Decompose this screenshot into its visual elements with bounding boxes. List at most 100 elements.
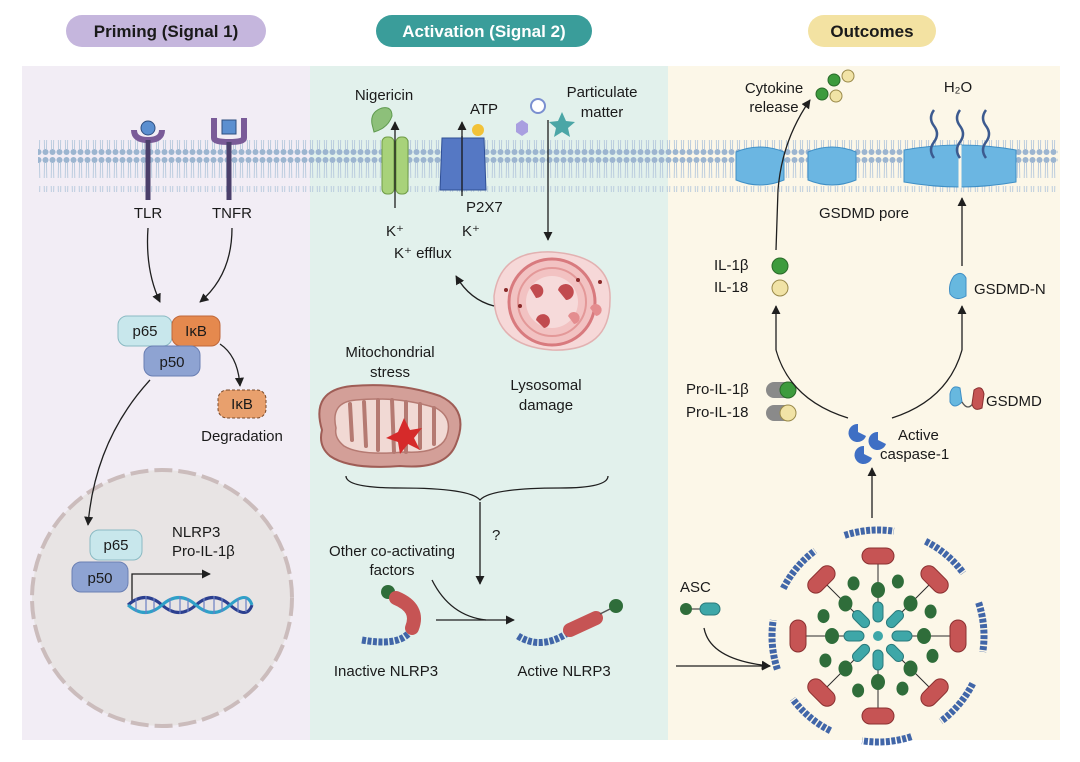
il1b-icon — [771, 257, 789, 275]
tlr-label: TLR — [134, 205, 163, 222]
target-gene-nlrp3: NLRP3 — [172, 524, 220, 541]
il18-label: IL-18 — [714, 279, 748, 296]
p50-box — [143, 345, 201, 377]
nigericin-icon — [371, 107, 393, 133]
inflammasome-pyd — [817, 609, 830, 624]
il1b-label: IL-1β — [714, 257, 749, 274]
inflammasome-pyd — [917, 628, 931, 644]
inflammasome-lrr — [780, 547, 818, 591]
inflammasome-pyd — [871, 582, 885, 598]
mito-stress-line2: stress — [370, 364, 410, 381]
pro-il18-icon — [766, 404, 797, 422]
mito-stress-line1: Mitochondrial — [345, 344, 434, 361]
active-nlrp3-label: Active NLRP3 — [517, 663, 610, 680]
inflammasome-asc-card — [843, 630, 865, 642]
caspase-1-icon — [848, 423, 886, 464]
outcomes-header-pill — [808, 15, 936, 47]
particulate-label-line2: matter — [581, 104, 624, 121]
inflammasome-pyd — [903, 660, 918, 677]
inflammasome-nacht — [807, 565, 836, 594]
inflammasome-icon — [768, 526, 988, 746]
released-cytokines — [815, 69, 855, 103]
tlr-receptor-icon — [131, 120, 165, 200]
inflammasome-pyd — [838, 660, 853, 677]
pro-il1b-label: Pro-IL-1β — [686, 381, 749, 398]
outcomes-header: Outcomes — [830, 22, 913, 41]
inflammasome-pyd — [838, 595, 853, 612]
inflammasome-lrr — [938, 681, 976, 725]
inflammasome-pyd — [896, 681, 909, 696]
priming-header: Priming (Signal 1) — [94, 22, 239, 41]
nucleus-p65-label: p65 — [103, 537, 128, 554]
cytokine-release-line2: release — [749, 99, 798, 116]
p2x7-channel-icon — [439, 137, 487, 191]
ikb-degraded-label: IκB — [231, 396, 253, 413]
particulate-icons — [516, 98, 575, 137]
degradation-label: Degradation — [201, 428, 283, 445]
mitochondrion-icon — [318, 384, 462, 468]
inflammasome-pyd — [871, 674, 885, 690]
inflammasome-nacht — [949, 619, 967, 653]
gsdmd-pore-label: GSDMD pore — [819, 205, 909, 222]
inflammasome-pyd — [819, 653, 832, 668]
gsdmd-icon — [949, 386, 985, 410]
atp-molecule — [472, 124, 484, 136]
p65-label: p65 — [132, 323, 157, 340]
priming-header-pill — [66, 15, 266, 47]
inflammasome-lrr — [843, 526, 895, 539]
active-caspase-line1: Active — [898, 427, 939, 444]
nucleus-p50-box — [71, 561, 129, 593]
k-plus-left: K⁺ — [386, 223, 404, 240]
dna-icon — [127, 596, 254, 614]
inflammasome-asc-card — [872, 601, 884, 623]
inflammasome-pyd — [852, 683, 865, 698]
nigericin-label: Nigericin — [355, 87, 413, 104]
inflammasome-lrr — [768, 619, 781, 671]
inflammasome-core — [873, 631, 883, 641]
inflammasome-asc-card — [872, 649, 884, 671]
active-caspase-line2: caspase-1 — [880, 446, 949, 463]
pro-il18-label: Pro-IL-18 — [686, 404, 749, 421]
asc-label: ASC — [680, 579, 711, 596]
inactive-nlrp3-icon — [361, 585, 421, 646]
activation-header-pill — [376, 15, 592, 47]
inactive-nlrp3-label: Inactive NLRP3 — [334, 663, 438, 680]
inflammasome-pyd — [926, 648, 939, 663]
lysosome-icon — [493, 251, 611, 351]
k-plus-right: K⁺ — [462, 223, 480, 240]
inflammasome-lrr — [975, 601, 988, 653]
pro-il1b-icon — [766, 381, 797, 399]
tnfr-receptor-icon — [211, 118, 247, 200]
lysosomal-damage-line1: Lysosomal — [510, 377, 581, 394]
inflammasome-lrr — [789, 696, 833, 734]
inflammasome-pyd — [847, 576, 860, 591]
water-wave-icon — [929, 109, 991, 159]
inflammasome-lrr — [861, 733, 913, 746]
lysosomal-damage-line2: damage — [519, 397, 573, 414]
inflammasome-nacht — [861, 547, 895, 565]
question-mark: ? — [492, 527, 500, 544]
inflammasome-asc-card — [891, 630, 913, 642]
k-efflux-label: K⁺ efflux — [394, 245, 452, 262]
target-gene-pro-il1b: Pro-IL-1β — [172, 543, 235, 560]
p2x7-label: P2X7 — [466, 199, 503, 216]
inflammasome-pyd — [924, 604, 937, 619]
ikb-label: IκB — [185, 323, 207, 340]
k-channel-icon — [381, 136, 409, 195]
nucleus — [30, 468, 294, 728]
gsdmd-n-label: GSDMD-N — [974, 281, 1046, 298]
inflammasome-lrr — [923, 538, 967, 576]
co-activating-line1: Other co-activating — [329, 543, 455, 560]
tnfr-label: TNFR — [212, 205, 252, 222]
inflammasome-nacht — [789, 619, 807, 653]
gsdmd-label: GSDMD — [986, 393, 1042, 410]
nucleus-p50-label: p50 — [87, 570, 112, 587]
ikb-box — [171, 315, 221, 347]
inflammasome-pyd — [825, 628, 839, 644]
gsdmd-n-icon — [949, 272, 967, 300]
ikb-degraded-box — [217, 389, 267, 419]
activation-header: Activation (Signal 2) — [402, 22, 565, 41]
nucleus-p65-box — [89, 529, 143, 561]
inflammasome-pyd — [891, 574, 904, 589]
